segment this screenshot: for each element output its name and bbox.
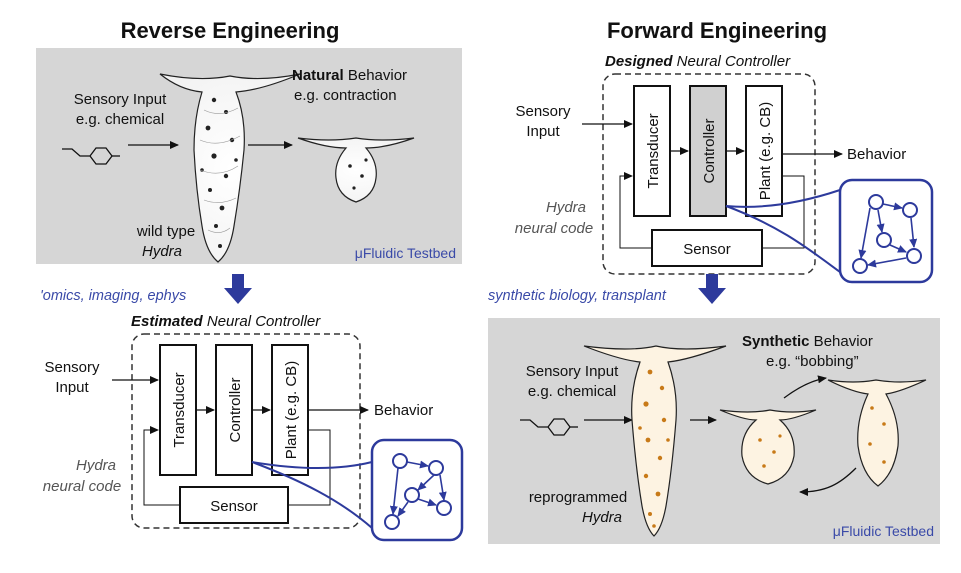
forward-down-arrow	[698, 274, 726, 304]
forward-chemical-label: e.g. chemical	[528, 383, 616, 400]
reverse-down-arrow	[224, 274, 252, 304]
designed-hydra-code-label1: Hydra	[546, 199, 586, 216]
reverse-chemical-label: e.g. chemical	[76, 111, 164, 128]
forward-chemical-molecule-icon	[520, 418, 578, 436]
forward-hydra-label: Hydra	[582, 509, 622, 526]
estimated-hydra-code-label1: Hydra	[76, 457, 116, 474]
bobbing-extended-hydra-image	[827, 379, 927, 487]
estimated-transducer-box: Transducer	[171, 372, 188, 447]
designed-behavior-label: Behavior	[847, 146, 906, 163]
forward-testbed-label: μFluidic Testbed	[833, 523, 934, 539]
estimated-controller-title: Estimated Neural Controller	[131, 313, 321, 330]
designed-neuron-network-icon	[852, 194, 922, 274]
designed-controller-title: Designed Neural Controller	[605, 53, 791, 70]
estimated-behavior-label: Behavior	[374, 402, 433, 419]
reverse-testbed-label: μFluidic Testbed	[355, 245, 456, 261]
designed-sensor-box: Sensor	[683, 241, 731, 258]
estimated-controller-diagram: Estimated Neural Controller Sensory Inpu…	[43, 313, 464, 542]
forward-synthetic-panel: Sensory Input e.g. chemical	[488, 318, 940, 544]
estimated-input-label: Input	[55, 379, 89, 396]
chemical-molecule-icon	[62, 147, 120, 165]
contracted-hydra-image	[297, 137, 415, 203]
reprogrammed-label: reprogrammed	[529, 489, 627, 506]
estimated-plant-box: Plant (e.g. CB)	[283, 361, 300, 459]
reverse-sensory-input-label: Sensory Input	[74, 91, 167, 108]
designed-controller-box: Controller	[701, 118, 718, 183]
estimated-sensor-box: Sensor	[210, 498, 258, 515]
estimated-neuron-network-icon	[384, 453, 452, 530]
forward-methods-label: synthetic biology, transplant	[488, 288, 667, 304]
designed-hydra-code-label2: neural code	[515, 220, 593, 237]
estimated-sensory-label: Sensory	[44, 359, 100, 376]
bobbing-label: e.g. “bobbing”	[766, 353, 859, 370]
bobbing-contracted-hydra-image	[719, 409, 817, 485]
designed-controller-diagram: Designed Neural Controller Sensory Input…	[515, 53, 934, 284]
reprogrammed-hydra-image	[583, 345, 727, 537]
estimated-hydra-code-label2: neural code	[43, 478, 121, 495]
forward-title: Forward Engineering	[607, 18, 827, 43]
designed-plant-box: Plant (e.g. CB)	[757, 102, 774, 200]
contraction-label: e.g. contraction	[294, 87, 397, 104]
designed-sensory-label: Sensory	[515, 103, 571, 120]
hydra-label: Hydra	[142, 243, 182, 260]
wild-type-hydra-image	[159, 73, 301, 263]
estimated-controller-box: Controller	[227, 377, 244, 442]
forward-sensory-input-label: Sensory Input	[526, 363, 619, 380]
synthetic-behavior-label: Synthetic Behavior	[742, 333, 873, 350]
designed-input-label: Input	[526, 123, 560, 140]
natural-behavior-label: Natural Behavior	[292, 67, 407, 84]
reverse-methods-label: 'omics, imaging, ephys	[40, 288, 186, 304]
reverse-title: Reverse Engineering	[121, 18, 340, 43]
designed-transducer-box: Transducer	[645, 113, 662, 188]
reverse-natural-panel: Sensory Input e.g. chemical	[36, 48, 462, 264]
wild-type-label: wild type	[136, 223, 195, 240]
